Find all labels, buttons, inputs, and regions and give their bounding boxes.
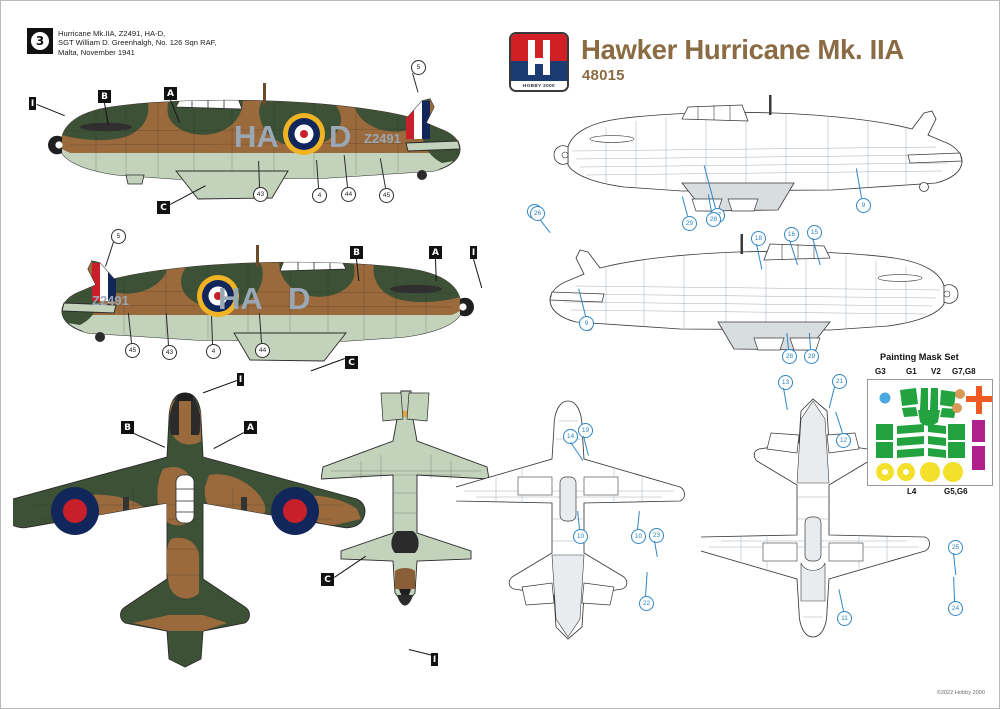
- callout-letter-b-2: B: [350, 246, 363, 259]
- callout-num-5-1: 5: [411, 60, 426, 75]
- left-side-profile: HA D Z2491: [48, 83, 461, 200]
- mask-label-l4: L4: [907, 487, 917, 496]
- callout-letter-b-3: B: [121, 421, 134, 434]
- tailplane: [405, 140, 461, 152]
- fuselage-roundel: [283, 113, 325, 155]
- mask-label-v2: V2: [931, 367, 941, 376]
- logo-h-left: [528, 40, 535, 75]
- caption-line-1: Hurricane Mk.IIA, Z2491, HA-D,: [58, 29, 166, 38]
- callout-num-28: 28: [706, 212, 721, 227]
- callout-letter-c-2: C: [345, 356, 358, 369]
- svg-text:HA: HA: [218, 281, 263, 316]
- canopy: [175, 474, 195, 524]
- callout-num-22: 22: [639, 596, 654, 611]
- callout-num-15: 15: [807, 225, 822, 240]
- callout-letter-a-1: A: [164, 87, 177, 100]
- mask-label-g5g6: G5,G6: [944, 487, 968, 496]
- callout-num-26-2: 26: [530, 206, 545, 221]
- callout-num-9-2: 9: [579, 316, 594, 331]
- logo-top-red: [511, 34, 567, 61]
- mask-g3: [879, 392, 891, 404]
- caption-line-2: SGT William D. Greenhalgh, No. 126 Sqn R…: [58, 38, 217, 48]
- aerial-mast: [263, 83, 266, 105]
- logo-bottom-blue: [511, 60, 567, 81]
- copyright-notice: ©2022 Hobby 2000: [936, 690, 985, 696]
- logo-h-right: [543, 40, 550, 75]
- callout-num-28-2: 28: [782, 349, 797, 364]
- mask-label-g3: G3: [875, 367, 886, 376]
- hobby2000-logo: HOBBY 2000: [509, 32, 569, 92]
- kit-number: 48015: [582, 67, 625, 84]
- callout-num-11: 11: [837, 611, 852, 626]
- fin-flash: [406, 101, 430, 139]
- spinner: [48, 135, 62, 155]
- callout-letter-i-3: I: [237, 373, 244, 386]
- radiator-fairing: [175, 170, 289, 200]
- callout-num-10-2: 10: [631, 529, 646, 544]
- scheme-number-badge: 3: [27, 28, 53, 54]
- mask-g7g8: [966, 386, 992, 414]
- lower-surface-plan: [321, 390, 490, 606]
- logo-brand-text: HOBBY 2000: [511, 81, 567, 90]
- callout-num-12: 12: [836, 433, 851, 448]
- callout-num-45-2: 45: [125, 343, 140, 358]
- callout-num-29-2: 29: [804, 349, 819, 364]
- caption-line-3: Malta, November 1941: [58, 47, 135, 57]
- callout-num-13: 13: [778, 375, 793, 390]
- serial-number: Z2491: [364, 131, 401, 146]
- callout-num-18: 18: [751, 231, 766, 246]
- callout-num-4-1: 4: [312, 188, 327, 203]
- scheme-caption: Hurricane Mk.IIA, Z2491, HA-D, SGT Willi…: [58, 29, 217, 57]
- logo-h-mid: [528, 58, 550, 64]
- callout-num-43-1: 43: [253, 187, 268, 202]
- right-side-profile: HA D Z2491: [61, 245, 474, 362]
- callout-letter-i-4: I: [431, 653, 438, 666]
- callout-letter-a-2: A: [429, 246, 442, 259]
- code-letter-aft: D: [329, 119, 351, 154]
- mask-g5g6: [972, 420, 985, 442]
- callout-num-29: 29: [682, 216, 697, 231]
- code-letters-forward: HA: [234, 119, 279, 154]
- technical-lower-plan: [701, 398, 930, 638]
- callout-num-23: 23: [649, 528, 664, 543]
- callout-num-25: 25: [948, 540, 963, 555]
- callout-num-5-2: 5: [111, 229, 126, 244]
- callout-num-45-1: 45: [379, 188, 394, 203]
- fin-flash: [92, 263, 116, 301]
- callout-num-16: 16: [784, 227, 799, 242]
- technical-upper-plan: [456, 400, 685, 640]
- callout-num-9-1: 9: [856, 198, 871, 213]
- callout-letter-i-1: I: [29, 97, 36, 110]
- callout-letter-a-3: A: [244, 421, 257, 434]
- technical-left-profile: [553, 95, 963, 212]
- mask-set-title: Painting Mask Set: [880, 352, 959, 362]
- callout-letter-b-1: B: [98, 90, 111, 103]
- callout-letter-c-3: C: [321, 573, 334, 586]
- mask-label-g1: G1: [906, 367, 917, 376]
- wing-roundel-right: [271, 487, 319, 535]
- scheme-number: 3: [31, 32, 49, 50]
- callout-num-10-1: 10: [573, 529, 588, 544]
- callout-num-44-2: 44: [255, 343, 270, 358]
- callout-letter-i-2: I: [470, 246, 477, 259]
- technical-right-profile: [549, 234, 959, 351]
- page-title: Hawker Hurricane Mk. IIA: [581, 34, 904, 65]
- callout-letter-c-1: C: [157, 201, 170, 214]
- callout-num-19: 19: [578, 423, 593, 438]
- mask-label-g7g8: G7,G8: [952, 367, 976, 376]
- callout-num-44-1: 44: [341, 187, 356, 202]
- mask-v2: [955, 389, 965, 399]
- mask-l4: [876, 462, 963, 482]
- callout-num-24: 24: [948, 601, 963, 616]
- mask-sheet: [867, 379, 993, 486]
- tailwheel: [417, 170, 427, 180]
- callout-num-4-2: 4: [206, 344, 221, 359]
- callout-num-43-2: 43: [162, 345, 177, 360]
- callout-num-21: 21: [832, 374, 847, 389]
- svg-text:Z2491: Z2491: [92, 293, 129, 308]
- wing-roundel-left: [51, 487, 99, 535]
- upper-surface-plan: [13, 392, 366, 668]
- svg-text:D: D: [288, 281, 310, 316]
